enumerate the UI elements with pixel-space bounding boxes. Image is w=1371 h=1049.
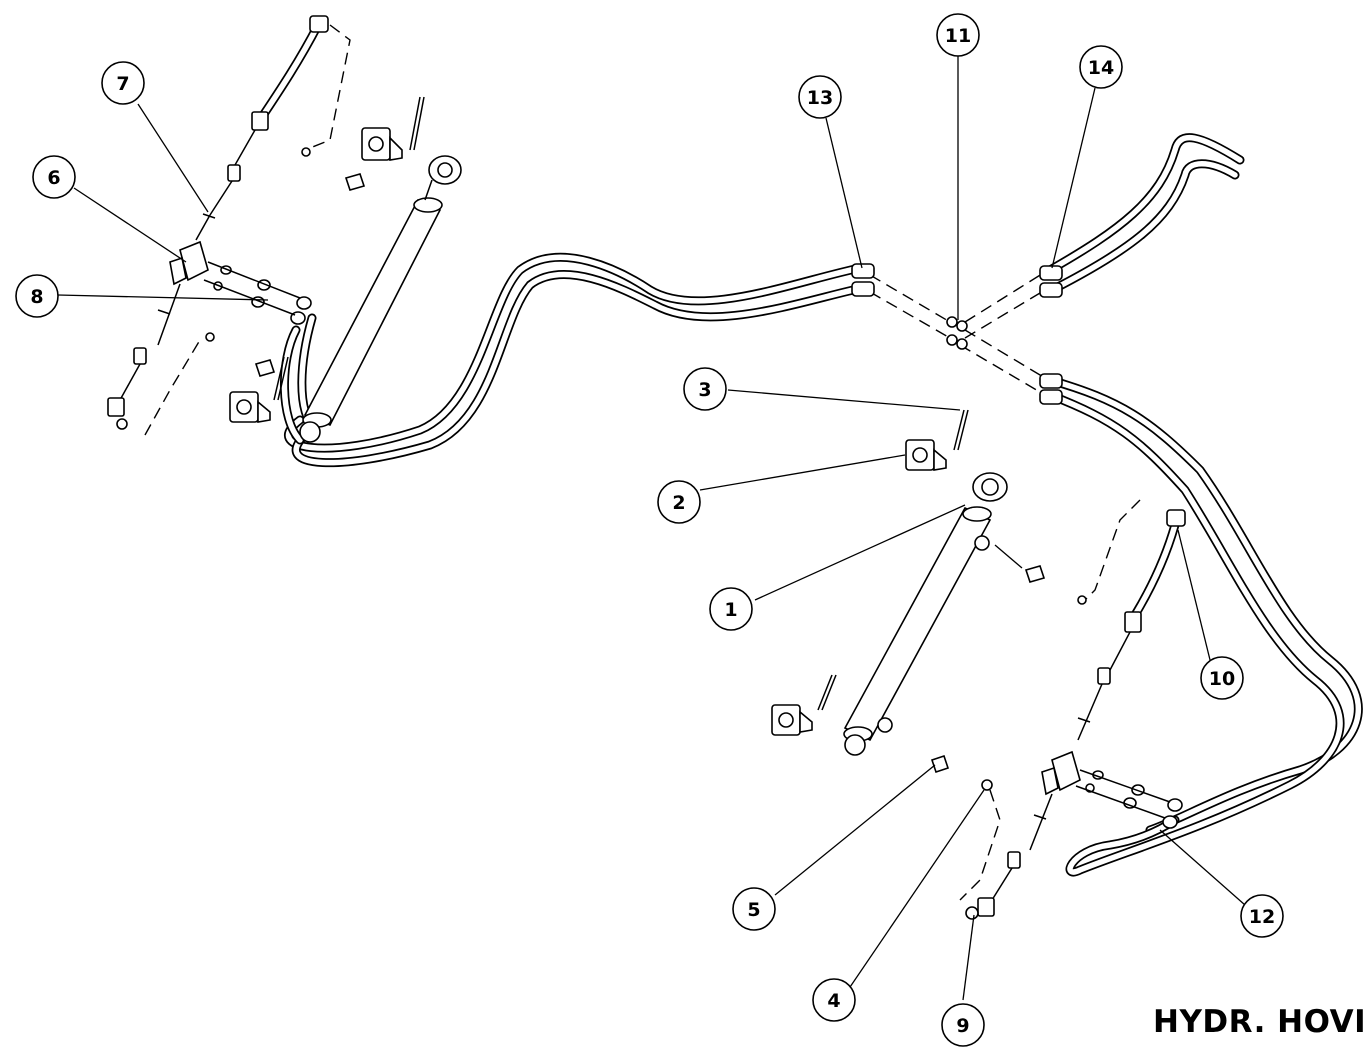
callout-12: 12 bbox=[1240, 894, 1284, 938]
right-cylinder bbox=[771, 409, 1087, 791]
callout-3: 3 bbox=[683, 367, 727, 411]
svg-text:2: 2 bbox=[672, 492, 685, 514]
svg-text:9: 9 bbox=[956, 1015, 969, 1037]
callout-14: 14 bbox=[1079, 45, 1123, 89]
svg-text:4: 4 bbox=[827, 990, 840, 1012]
callouts: 1 2 3 4 5 6 7 8 bbox=[15, 13, 1284, 1047]
left-cylinder bbox=[205, 96, 462, 443]
svg-text:7: 7 bbox=[116, 73, 129, 95]
diagram-title: HYDR. HOVI bbox=[1153, 1004, 1367, 1040]
callout-8: 8 bbox=[15, 274, 59, 318]
left-valve-assembly bbox=[107, 15, 329, 430]
callout-5: 5 bbox=[732, 887, 776, 931]
callout-6: 6 bbox=[32, 155, 76, 199]
callout-9: 9 bbox=[941, 1003, 985, 1047]
callout-1: 1 bbox=[709, 587, 753, 631]
svg-text:3: 3 bbox=[698, 379, 711, 401]
center-junction bbox=[851, 263, 1063, 405]
svg-text:1: 1 bbox=[724, 599, 737, 621]
svg-text:14: 14 bbox=[1088, 57, 1114, 79]
upper-right-hose-bundle bbox=[1045, 133, 1245, 295]
dashed-connectors bbox=[144, 24, 1141, 901]
right-valve-assembly bbox=[965, 509, 1186, 920]
callout-10: 10 bbox=[1200, 656, 1244, 700]
callout-13: 13 bbox=[798, 75, 842, 119]
svg-text:6: 6 bbox=[47, 167, 60, 189]
svg-text:8: 8 bbox=[30, 286, 43, 308]
svg-text:10: 10 bbox=[1209, 668, 1235, 690]
callout-2: 2 bbox=[657, 480, 701, 524]
callout-4: 4 bbox=[812, 978, 856, 1022]
right-hose-bundle bbox=[1045, 375, 1363, 877]
svg-text:12: 12 bbox=[1249, 906, 1275, 928]
main-hose-bundle bbox=[280, 252, 867, 468]
callout-7: 7 bbox=[101, 61, 145, 105]
callout-11: 11 bbox=[936, 13, 980, 57]
svg-text:5: 5 bbox=[747, 899, 760, 921]
svg-text:13: 13 bbox=[807, 87, 833, 109]
callout-leaders bbox=[57, 56, 1246, 1001]
svg-text:11: 11 bbox=[945, 25, 971, 47]
